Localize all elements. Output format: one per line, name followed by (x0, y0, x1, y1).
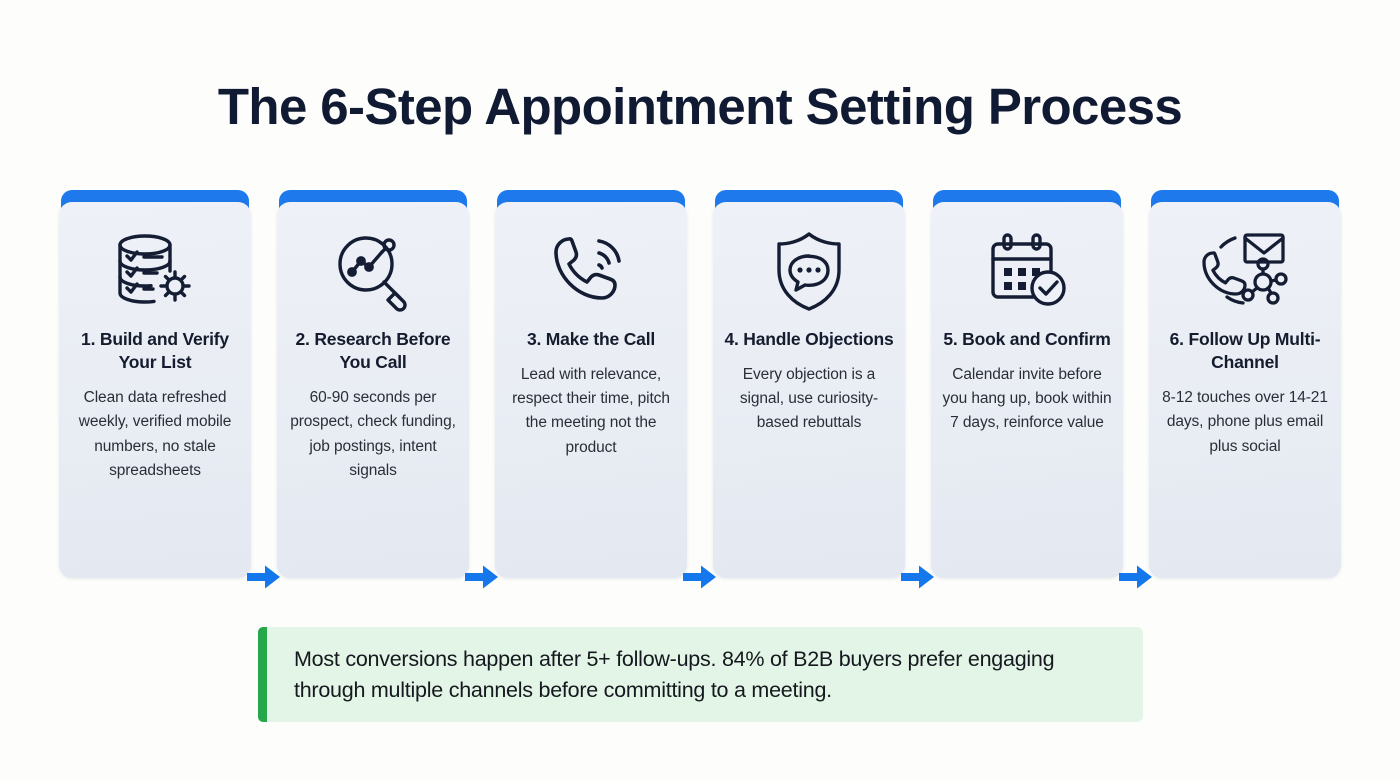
step-card-4[interactable]: 4. Handle Objections Every objection is … (713, 190, 934, 589)
card-description: 60-90 seconds per prospect, check fundin… (290, 389, 456, 479)
calendar-check-icon (977, 228, 1077, 314)
step-card-5[interactable]: 5. Book and Confirm Calendar invite befo… (931, 190, 1152, 589)
callout-accent-bar (258, 627, 267, 722)
shield-speech-bubble-icon (759, 228, 859, 314)
callout-text: Most conversions happen after 5+ follow-… (294, 646, 1055, 702)
card-description: 8-12 touches over 14-21 days, phone plus… (1162, 389, 1328, 455)
card-heading: 5. Book and Confirm (943, 329, 1111, 349)
card-description: Every objection is a signal, use curiosi… (739, 366, 879, 432)
card-body-5: 5. Book and Confirm Calendar invite befo… (931, 202, 1123, 578)
page-title: The 6-Step Appointment Setting Process (217, 78, 1183, 135)
phone-ringing-icon (541, 228, 641, 314)
step-card-2[interactable]: 2. Research Before You Call 60-90 second… (277, 190, 498, 589)
card-body-1: 1. Build and Verify Your List Clean data… (59, 202, 251, 578)
arrow-right-icon (247, 564, 281, 590)
callout-banner: Most conversions happen after 5+ follow-… (258, 627, 1143, 722)
card-body-6: 6. Follow Up Multi-Channel 8-12 touches … (1149, 202, 1341, 578)
card-body-4: 4. Handle Objections Every objection is … (713, 202, 905, 578)
card-heading: 4. Handle Objections (724, 329, 894, 349)
card-description: Calendar invite before you hang up, book… (942, 366, 1112, 432)
card-heading: 2. Research Before You Call (295, 329, 451, 373)
step-card-6[interactable]: 6. Follow Up Multi-Channel 8-12 touches … (1149, 190, 1341, 580)
phone-email-network-icon (1195, 228, 1295, 314)
card-body-3: 3. Make the Call Lead with relevance, re… (495, 202, 687, 578)
steps-row: 1. Build and Verify Your List Clean data… (59, 190, 1345, 589)
arrow-right-icon (1119, 564, 1153, 590)
card-heading: 3. Make the Call (526, 329, 656, 349)
magnifier-chart-icon (323, 228, 423, 314)
step-card-1[interactable]: 1. Build and Verify Your List Clean data… (59, 190, 280, 589)
card-description: Clean data refreshed weekly, verified mo… (78, 389, 232, 479)
card-heading: 6. Follow Up Multi-Channel (1169, 329, 1321, 373)
arrow-right-icon (465, 564, 499, 590)
card-heading: 1. Build and Verify Your List (81, 329, 229, 373)
arrow-right-icon (683, 564, 717, 590)
database-checklist-gear-icon (105, 228, 205, 314)
arrow-right-icon (901, 564, 935, 590)
card-body-2: 2. Research Before You Call 60-90 second… (277, 202, 469, 578)
card-description: Lead with relevance, respect their time,… (512, 366, 670, 456)
step-card-3[interactable]: 3. Make the Call Lead with relevance, re… (495, 190, 716, 589)
